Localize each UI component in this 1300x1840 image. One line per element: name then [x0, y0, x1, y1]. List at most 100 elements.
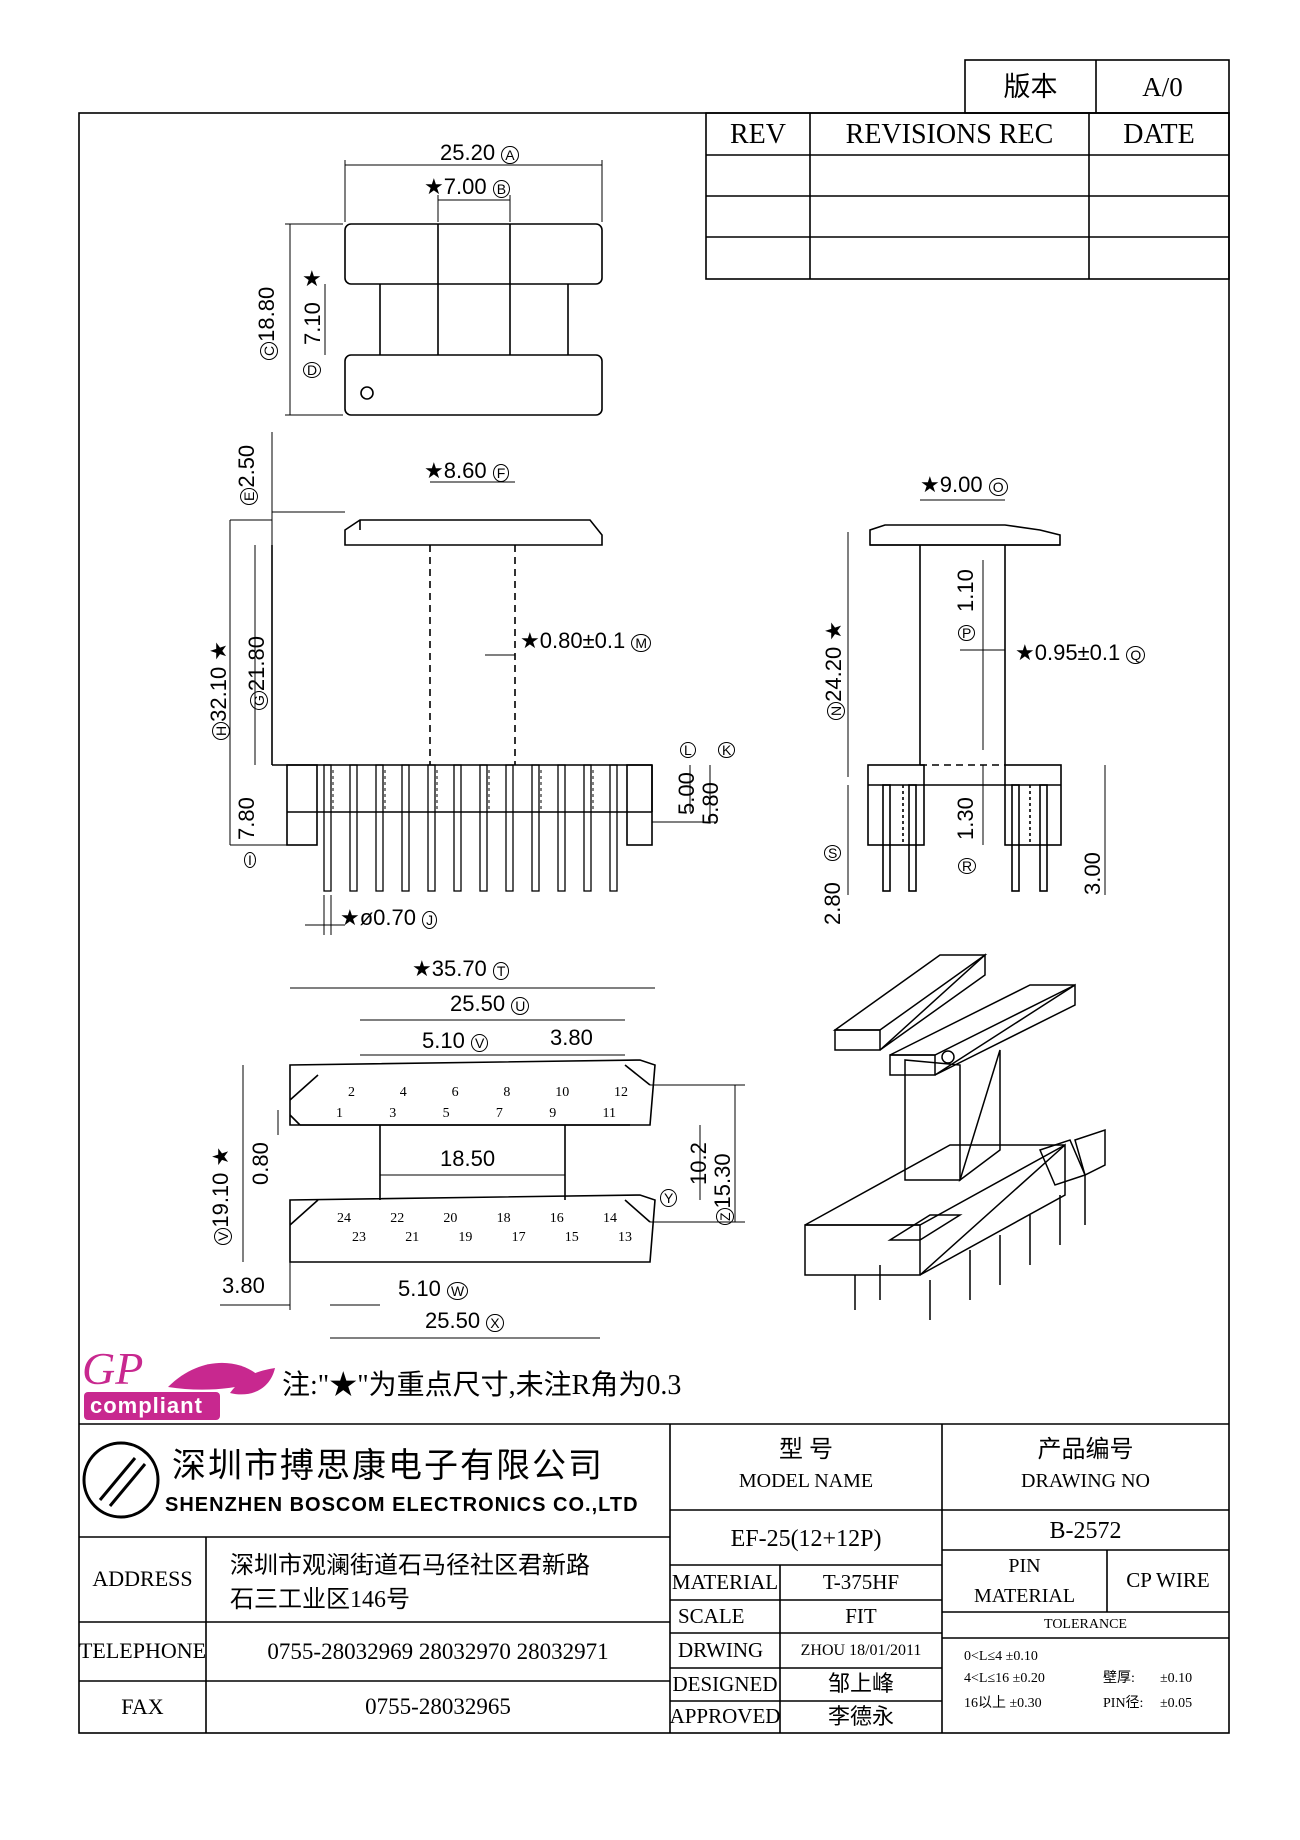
wall-thickness-label: 壁厚:	[1103, 1671, 1135, 1686]
pin-material-label-1: PIN	[1008, 1555, 1041, 1577]
dim-s: 2.80	[820, 882, 845, 925]
pin-diameter-label: PIN径:	[1103, 1696, 1144, 1711]
pin-label: 7	[495, 1106, 503, 1121]
dim-x: 25.50 X	[425, 1310, 504, 1332]
material-label: MATERIAL	[671, 1569, 779, 1594]
dim-f: ★8.60 F	[424, 460, 510, 482]
pin-material-label-2: MATERIAL	[973, 1585, 1076, 1607]
company-name-cn: 深圳市搏思康电子有限公司	[172, 1448, 604, 1485]
dim-z: Z15.30	[710, 1153, 735, 1225]
material-value: T-375HF	[822, 1569, 900, 1594]
model-label-en: MODEL NAME	[738, 1470, 874, 1492]
pin-label: 22	[390, 1211, 405, 1226]
front-view	[229, 432, 715, 935]
dim-inner: 18.50	[440, 1146, 496, 1171]
dim-k-letter: K	[718, 742, 736, 758]
version-label: 版本	[1003, 71, 1058, 102]
pin-label: 4	[399, 1085, 407, 1100]
drawing-label-en: DRAWING NO	[1021, 1470, 1150, 1492]
gp-logo-text: GP	[82, 1343, 144, 1394]
fax-label: FAX	[121, 1693, 164, 1719]
pin-label: 8	[503, 1085, 511, 1100]
top-view	[285, 160, 603, 416]
dim-t: ★35.70 T	[412, 958, 510, 980]
date-header: DATE	[1123, 119, 1195, 151]
tolerance-label: TOLERANCE	[1044, 1616, 1127, 1632]
dim-i-letter: I	[244, 852, 256, 868]
dim-a: 25.20 A	[440, 142, 519, 164]
pin-label: 14	[602, 1211, 617, 1226]
pin-label: 9	[549, 1106, 557, 1121]
dim-y-value: 10.2	[686, 1142, 711, 1185]
tolerance-range-2: 4<L≤16 ±0.20	[964, 1671, 1045, 1686]
designed-value: 邹上峰	[827, 1671, 894, 1697]
company-logo-circle	[82, 1441, 160, 1519]
dim-p-letter: P	[958, 625, 976, 641]
pin-label: 10	[555, 1085, 570, 1100]
pin-label: 3	[389, 1106, 397, 1121]
version-value: A/0	[1142, 71, 1183, 102]
dim-3: 3.00	[1080, 852, 1105, 895]
drawing-note: 注:"★"为重点尺寸,未注R角为0.3	[282, 1370, 682, 1401]
drawing-frame	[78, 112, 1230, 1734]
dim-h: H32.10 ★	[206, 641, 231, 740]
approved-label: APPROVED	[669, 1704, 781, 1729]
title-block-grid	[79, 1423, 1229, 1733]
scale-label: SCALE	[678, 1603, 745, 1628]
pin-label: 11	[602, 1106, 616, 1121]
address-label: ADDRESS	[92, 1566, 193, 1592]
dim-p: 1.10	[953, 569, 978, 612]
telephone-label: TELEPHONE	[78, 1638, 207, 1664]
dim-l-letter: L	[680, 742, 696, 758]
telephone-value: 0755-28032969 28032970 28032971	[267, 1638, 609, 1664]
model-name-value: EF-25(12+12P)	[730, 1525, 882, 1552]
designed-label: DESIGNED	[672, 1671, 778, 1696]
dim-e: E2.50	[234, 445, 259, 505]
side-view	[847, 499, 1106, 895]
dim-c: C18.80	[254, 287, 279, 360]
scale-value: FIT	[845, 1603, 877, 1628]
pin-label: 13	[617, 1230, 632, 1245]
dim-n: N24.20 ★	[821, 621, 846, 720]
bottom-view	[220, 987, 745, 1339]
pin-label: 2	[348, 1085, 355, 1100]
pin-label: 6	[451, 1085, 459, 1100]
gp-logo-leaf	[168, 1362, 275, 1395]
pin-label: 12	[613, 1085, 628, 1100]
dim-d: 7.10	[300, 302, 325, 345]
address-line-2: 石三工业区146号	[230, 1587, 410, 1613]
isometric-view	[804, 953, 1106, 1320]
dim-g: G21.80	[244, 636, 269, 710]
rev-header: REV	[730, 119, 786, 151]
pin-label: 16	[549, 1211, 564, 1226]
dim-b: ★7.00 B	[424, 176, 511, 198]
pin-label: 24	[337, 1211, 351, 1226]
dim-o: ★9.00 O	[920, 474, 1008, 496]
dim-left-offset: 3.80	[222, 1273, 265, 1298]
dim-i: 7.80	[234, 797, 259, 840]
tolerance-range-1: 0<L≤4 ±0.10	[964, 1649, 1038, 1664]
dim-end-pitch: 3.80	[550, 1025, 593, 1050]
dim-v: V19.10 ★	[208, 1147, 233, 1245]
pin-label: 21	[405, 1230, 420, 1245]
tolerance-range-3: 16以上 ±0.30	[964, 1696, 1042, 1711]
gp-compliant-label: compliant	[90, 1393, 203, 1418]
pin-label: 15	[564, 1230, 579, 1245]
dim-j: ★ø0.70 J	[340, 907, 438, 929]
dim-u: 25.50 U	[450, 993, 530, 1015]
model-label-cn: 型 号	[779, 1436, 833, 1463]
revisions-rec-header: REVISIONS REC	[845, 119, 1054, 151]
pin-label: 18	[496, 1211, 511, 1226]
dim-s-letter: S	[824, 845, 842, 861]
approved-value: 李德永	[827, 1703, 894, 1729]
pin-label: 19	[458, 1230, 473, 1245]
dim-q: ★0.95±0.1 Q	[1015, 642, 1146, 664]
pin-row-top-even: 2 4 6 8 10 12	[348, 1085, 628, 1101]
dim-gap: 0.80	[248, 1142, 273, 1185]
pin-diameter-value: ±0.05	[1160, 1696, 1193, 1711]
drwing-value: ZHOU 18/01/2011	[800, 1641, 922, 1659]
dim-r-letter: R	[958, 858, 977, 874]
